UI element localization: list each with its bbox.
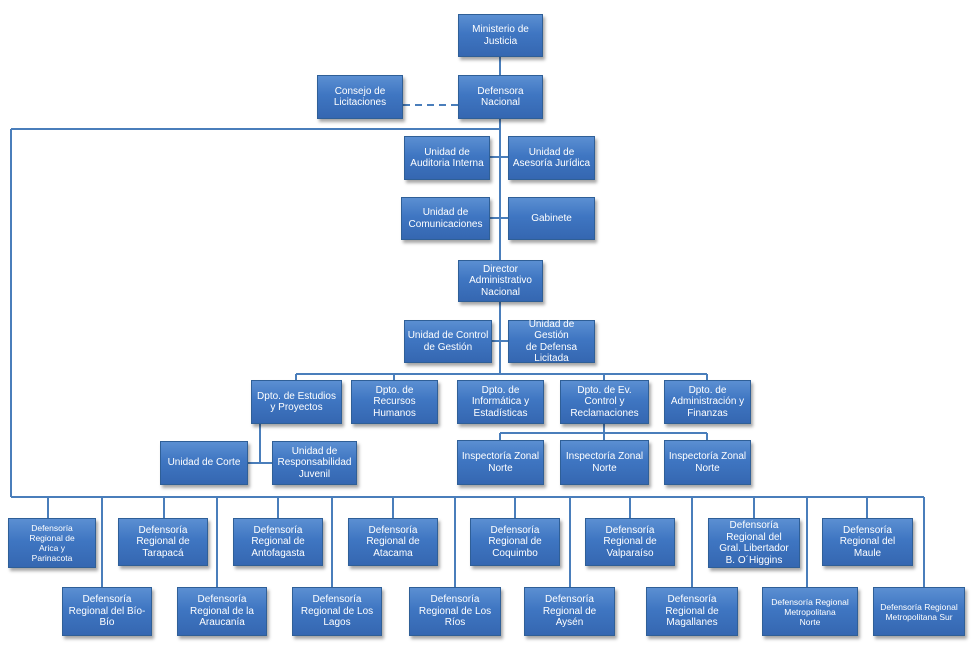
- node-dr-aysen: Defensoría Regional de Aysén: [524, 587, 615, 636]
- node-gabinete: Gabinete: [508, 197, 595, 240]
- node-inspectoria-zonal-3: Inspectoría Zonal Norte: [664, 440, 751, 485]
- node-dr-valparaiso: Defensoría Regional de Valparaíso: [585, 518, 675, 566]
- node-dr-ohiggins: Defensoría Regional del Gral. Libertador…: [708, 518, 800, 568]
- connectors: [10, 57, 925, 587]
- node-consejo-licitaciones: Consejo de Licitaciones: [317, 75, 403, 119]
- node-inspectoria-zonal-1: Inspectoría Zonal Norte: [457, 440, 544, 485]
- node-unidad-gestion-defensa: Unidad de Gestión de Defensa Licitada: [508, 319, 595, 364]
- node-dr-metropolitana-sur: Defensoría Regional Metropolitana Sur: [873, 587, 965, 636]
- node-unidad-auditoria: Unidad de Auditoria Interna: [404, 136, 490, 180]
- node-dr-metropolitana-norte: Defensoría Regional Metropolitana Norte: [762, 587, 858, 636]
- node-director-administrativo: Director Administrativo Nacional: [458, 260, 543, 302]
- node-dr-araucania: Defensoría Regional de la Araucanía: [177, 587, 267, 636]
- node-dr-losrios: Defensoría Regional de Los Ríos: [409, 587, 501, 636]
- node-unidad-comunicaciones: Unidad de Comunicaciones: [401, 197, 490, 240]
- node-dr-coquimbo: Defensoría Regional de Coquimbo: [470, 518, 560, 566]
- node-dr-magallanes: Defensoría Regional de Magallanes: [646, 587, 738, 636]
- node-dpto-estudios: Dpto. de Estudios y Proyectos: [251, 380, 342, 424]
- node-inspectoria-zonal-2: Inspectoría Zonal Norte: [560, 440, 649, 485]
- node-dpto-informatica: Dpto. de Informática y Estadísticas: [457, 380, 544, 424]
- node-unidad-responsabilidad-juvenil: Unidad de Responsabilidad Juvenil: [272, 441, 357, 485]
- node-dr-maule: Defensoría Regional del Maule: [822, 518, 913, 566]
- node-dr-atacama: Defensoría Regional de Atacama: [348, 518, 438, 566]
- node-dpto-administracion: Dpto. de Administración y Finanzas: [664, 380, 751, 424]
- node-dpto-ev-control: Dpto. de Ev. Control y Reclamaciones: [560, 380, 649, 424]
- node-dr-antofagasta: Defensoría Regional de Antofagasta: [233, 518, 323, 566]
- node-dr-arica: Defensoría Regional de Arica y Parinacot…: [8, 518, 96, 568]
- node-defensora-nacional: Defensora Nacional: [458, 75, 543, 119]
- node-unidad-asesoria: Unidad de Asesoría Jurídica: [508, 136, 595, 180]
- node-dr-tarapaca: Defensoría Regional de Tarapacá: [118, 518, 208, 566]
- node-dr-loslagos: Defensoría Regional de Los Lagos: [292, 587, 382, 636]
- node-unidad-corte: Unidad de Corte: [160, 441, 248, 485]
- node-dpto-recursos-humanos: Dpto. de Recursos Humanos: [351, 380, 438, 424]
- node-dr-biobio: Defensoría Regional del Bío- Bío: [62, 587, 152, 636]
- node-unidad-control-gestion: Unidad de Control de Gestión: [404, 320, 492, 363]
- node-ministerio-justicia: Ministerio de Justicia: [458, 14, 543, 57]
